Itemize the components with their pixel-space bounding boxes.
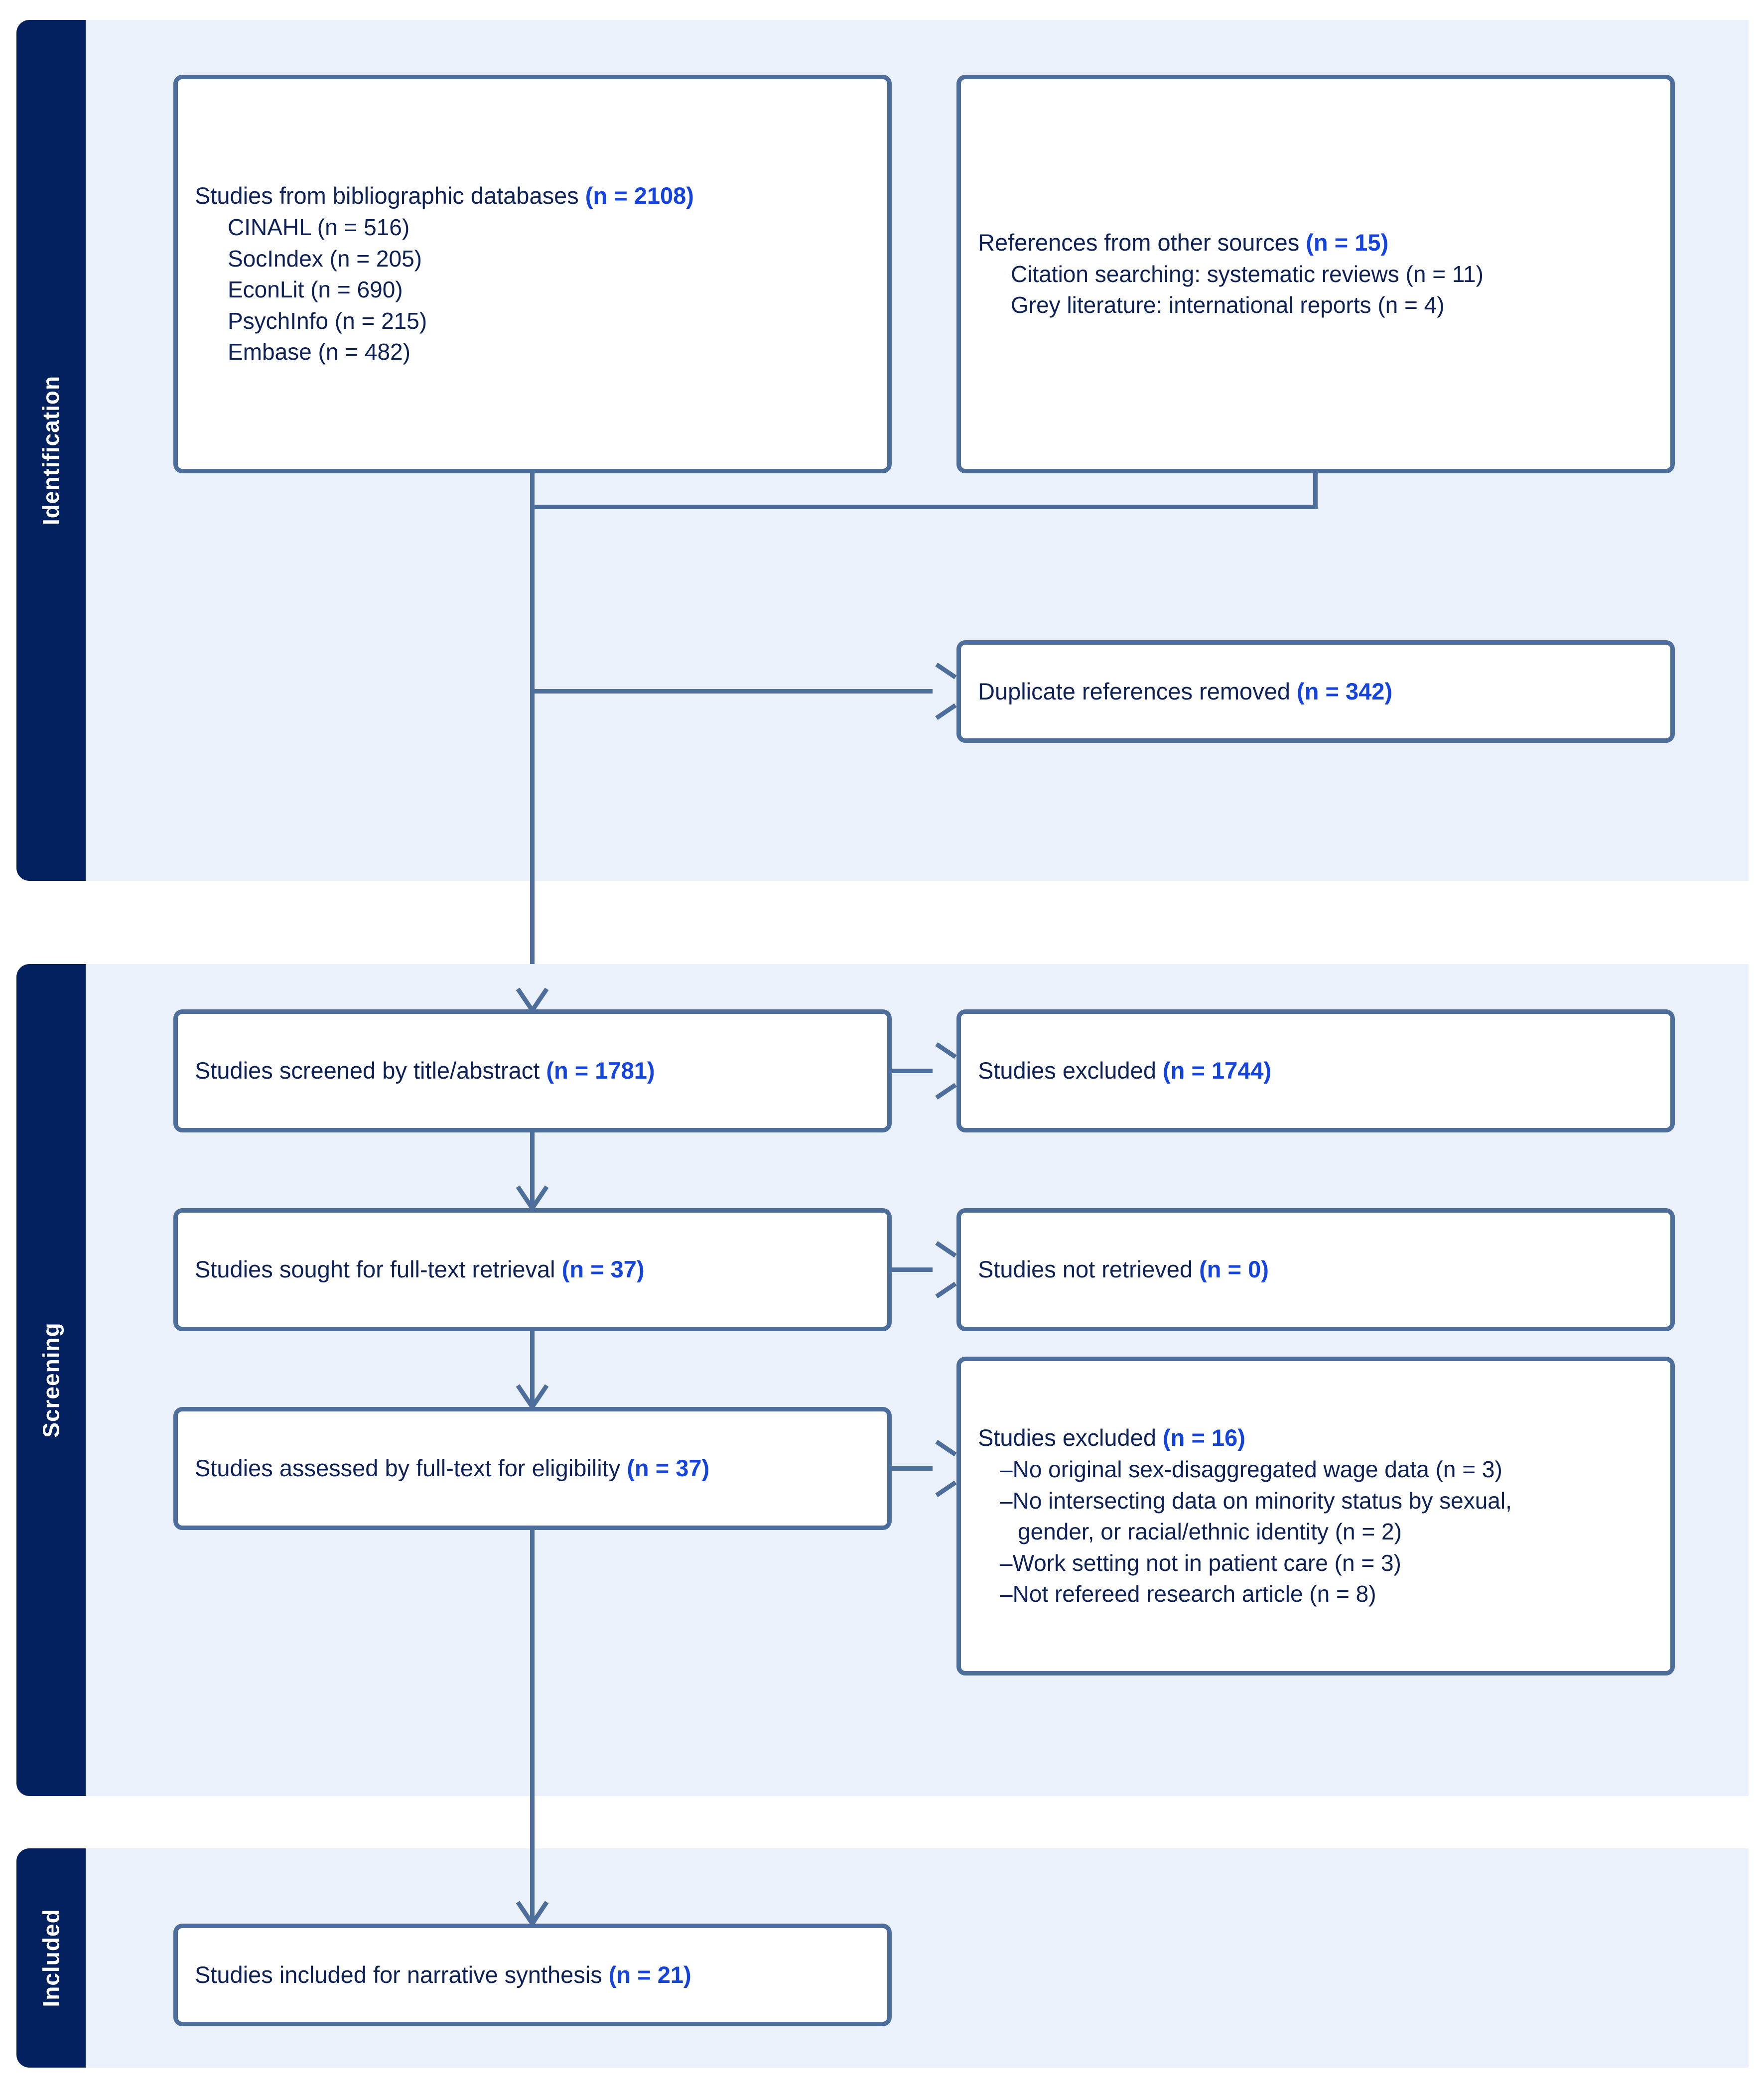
box-studies-screened-count: (n = 1781) xyxy=(546,1057,655,1084)
box-included-narrative-synthesis: Studies included for narrative synthesis… xyxy=(173,1924,892,2026)
stage-label-identification: Identification xyxy=(16,20,86,881)
box-duplicates-title: Duplicate references removed xyxy=(978,678,1290,704)
exclusion-reason-2: –Work setting not in patient care (n = 3… xyxy=(978,1547,1653,1579)
arrowhead-screened-to-excluded-icon xyxy=(933,1055,955,1087)
box-databases-title-line: Studies from bibliographic databases (n … xyxy=(195,180,870,212)
box-databases-item-1: SocIndex (n = 205) xyxy=(228,245,422,272)
box-studies-screened-title-line: Studies screened by title/abstract (n = … xyxy=(195,1055,870,1087)
box-databases-item-2: EconLit (n = 690) xyxy=(228,277,403,303)
box-other-sources-item-1: Grey literature: international reports (… xyxy=(1011,292,1445,318)
box-databases: Studies from bibliographic databases (n … xyxy=(173,75,892,473)
box-sought-fulltext-count: (n = 37) xyxy=(561,1256,645,1283)
box-assessed-fulltext-title-line: Studies assessed by full-text for eligib… xyxy=(195,1453,870,1484)
exclusion-reason-3: –Not refereed research article (n = 8) xyxy=(978,1578,1653,1610)
connector-to-duplicates xyxy=(530,689,933,694)
box-included-title: Studies included for narrative synthesis xyxy=(195,1961,602,1988)
connector-assessed-to-included xyxy=(530,1530,535,1924)
box-excluded-fulltext-title-line: Studies excluded (n = 16) xyxy=(978,1422,1653,1454)
exclusion-reason-3-dash: – xyxy=(1000,1581,1013,1607)
box-included-title-line: Studies included for narrative synthesis… xyxy=(195,1959,870,1991)
connector-assessed-to-excluded xyxy=(892,1466,933,1471)
connector-sought-to-not-retrieved xyxy=(892,1267,933,1272)
connector-sought-to-assessed xyxy=(530,1331,535,1407)
box-databases-item-3: PsychInfo (n = 215) xyxy=(228,307,427,334)
box-assessed-fulltext-title: Studies assessed by full-text for eligib… xyxy=(195,1455,621,1482)
arrowhead-to-duplicates-icon xyxy=(933,675,955,707)
connector-screened-to-sought xyxy=(530,1132,535,1208)
box-excluded-screening-title-line: Studies excluded (n = 1744) xyxy=(978,1055,1653,1087)
box-excluded-screening: Studies excluded (n = 1744) xyxy=(956,1009,1675,1132)
stage-label-included-text: Included xyxy=(38,1909,64,2007)
arrowhead-assessed-to-excluded-icon xyxy=(933,1452,955,1485)
exclusion-reason-1: –No intersecting data on minority status… xyxy=(978,1485,1653,1547)
exclusion-reason-0-dash: – xyxy=(1000,1456,1013,1483)
box-duplicates-removed: Duplicate references removed (n = 342) xyxy=(956,640,1675,743)
box-assessed-fulltext: Studies assessed by full-text for eligib… xyxy=(173,1407,892,1530)
box-included-count: (n = 21) xyxy=(608,1961,691,1988)
box-excluded-fulltext-title: Studies excluded xyxy=(978,1424,1156,1451)
stage-label-screening: Screening xyxy=(16,964,86,1796)
box-other-sources-item-0: Citation searching: systematic reviews (… xyxy=(1011,261,1484,287)
arrowhead-sought-to-not-retrieved-icon xyxy=(933,1254,955,1286)
arrowhead-to-screened-icon xyxy=(530,984,535,1010)
connector-other-sources-down xyxy=(1313,473,1318,509)
box-excluded-screening-count: (n = 1744) xyxy=(1163,1057,1272,1084)
box-other-sources-count: (n = 15) xyxy=(1306,229,1389,256)
box-databases-item-0: CINAHL (n = 516) xyxy=(228,214,410,241)
arrowhead-to-included-icon xyxy=(530,1898,535,1924)
exclusion-reason-3-text: Not refereed research article (n = 8) xyxy=(1012,1581,1376,1607)
box-sought-fulltext: Studies sought for full-text retrieval (… xyxy=(173,1208,892,1331)
box-other-sources: References from other sources (n = 15) C… xyxy=(956,75,1675,473)
connector-screened-to-excluded xyxy=(892,1069,933,1073)
exclusion-reason-1-text: No intersecting data on minority status … xyxy=(1012,1487,1512,1514)
exclusion-reason-2-dash: – xyxy=(1000,1549,1013,1576)
box-not-retrieved-count: (n = 0) xyxy=(1199,1256,1269,1283)
box-duplicates-count: (n = 342) xyxy=(1297,678,1393,704)
box-duplicates-title-line: Duplicate references removed (n = 342) xyxy=(978,676,1653,707)
box-other-sources-title: References from other sources xyxy=(978,229,1300,256)
box-databases-count: (n = 2108) xyxy=(585,182,694,209)
exclusion-reason-2-text: Work setting not in patient care (n = 3) xyxy=(1012,1549,1401,1576)
connector-merge-trunk xyxy=(530,505,535,1009)
box-studies-screened: Studies screened by title/abstract (n = … xyxy=(173,1009,892,1132)
box-databases-title: Studies from bibliographic databases xyxy=(195,182,579,209)
exclusion-reason-0: –No original sex-disaggregated wage data… xyxy=(978,1454,1653,1485)
box-not-retrieved-title-line: Studies not retrieved (n = 0) xyxy=(978,1254,1653,1285)
box-not-retrieved: Studies not retrieved (n = 0) xyxy=(956,1208,1675,1331)
box-assessed-fulltext-count: (n = 37) xyxy=(627,1455,710,1482)
arrowhead-to-sought-icon xyxy=(530,1182,535,1208)
arrowhead-to-assessed-icon xyxy=(530,1381,535,1407)
box-studies-screened-title: Studies screened by title/abstract xyxy=(195,1057,540,1084)
box-sought-fulltext-title: Studies sought for full-text retrieval xyxy=(195,1256,555,1283)
exclusion-reason-0-text: No original sex-disaggregated wage data … xyxy=(1012,1456,1502,1483)
stage-label-identification-text: Identification xyxy=(38,375,64,526)
box-sought-fulltext-title-line: Studies sought for full-text retrieval (… xyxy=(195,1254,870,1285)
stage-label-screening-text: Screening xyxy=(38,1322,64,1438)
box-excluded-fulltext-count: (n = 16) xyxy=(1163,1424,1245,1451)
exclusion-reason-1-cont: gender, or racial/ethnic identity (n = 2… xyxy=(1018,1519,1402,1545)
box-other-sources-title-line: References from other sources (n = 15) xyxy=(978,227,1653,259)
box-excluded-fulltext: Studies excluded (n = 16) –No original s… xyxy=(956,1357,1675,1675)
stage-label-included: Included xyxy=(16,1848,86,2068)
connector-merge-horizontal xyxy=(530,505,1318,509)
connector-databases-down xyxy=(530,473,535,509)
box-databases-item-4: Embase (n = 482) xyxy=(228,339,410,365)
exclusion-reason-1-dash: – xyxy=(1000,1487,1013,1514)
box-excluded-screening-title: Studies excluded xyxy=(978,1057,1156,1084)
box-not-retrieved-title: Studies not retrieved xyxy=(978,1256,1193,1283)
